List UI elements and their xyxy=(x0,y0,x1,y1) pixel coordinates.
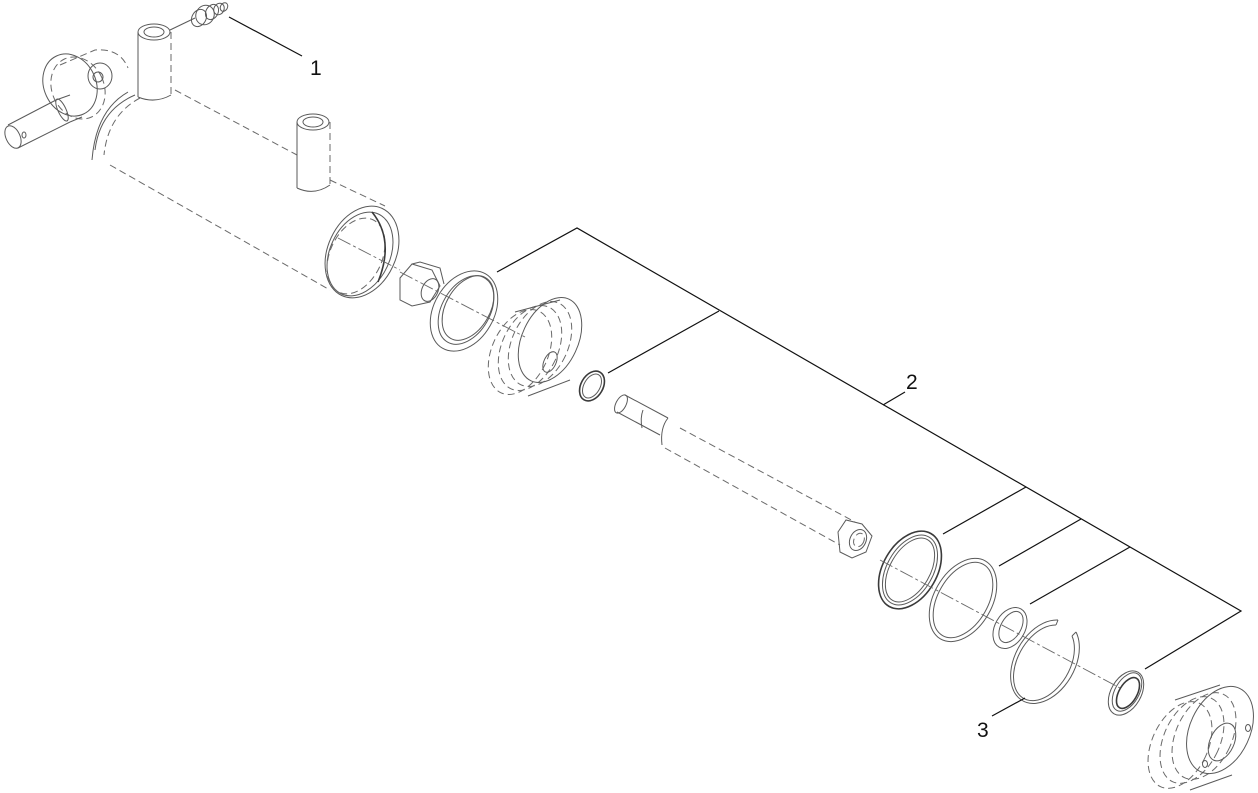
leader-3 xyxy=(991,697,1026,717)
piston-rod xyxy=(614,394,873,559)
port-boss-rear xyxy=(137,23,172,101)
o-ring-small xyxy=(578,370,606,402)
rod-seal-ring xyxy=(877,530,1121,689)
leader-1 xyxy=(228,16,303,57)
callout-3: 3 xyxy=(977,719,989,742)
retaining-ring xyxy=(1010,619,1080,704)
piston-seal-ring xyxy=(429,270,499,352)
grease-fitting xyxy=(169,2,229,31)
leader-lines xyxy=(228,16,1243,717)
bracket-2-spine xyxy=(496,227,1243,670)
port-boss-front xyxy=(296,113,331,192)
back-up-ring xyxy=(992,607,1028,649)
gland xyxy=(1147,684,1254,791)
hex-nut xyxy=(399,261,526,338)
wear-ring xyxy=(928,557,998,643)
callout-1: 1 xyxy=(310,57,322,80)
callout-2: 2 xyxy=(906,371,918,394)
wiper-seal xyxy=(1107,670,1145,716)
piston xyxy=(487,297,583,397)
clevis-end xyxy=(4,49,129,149)
cylinder-barrel xyxy=(91,89,401,299)
